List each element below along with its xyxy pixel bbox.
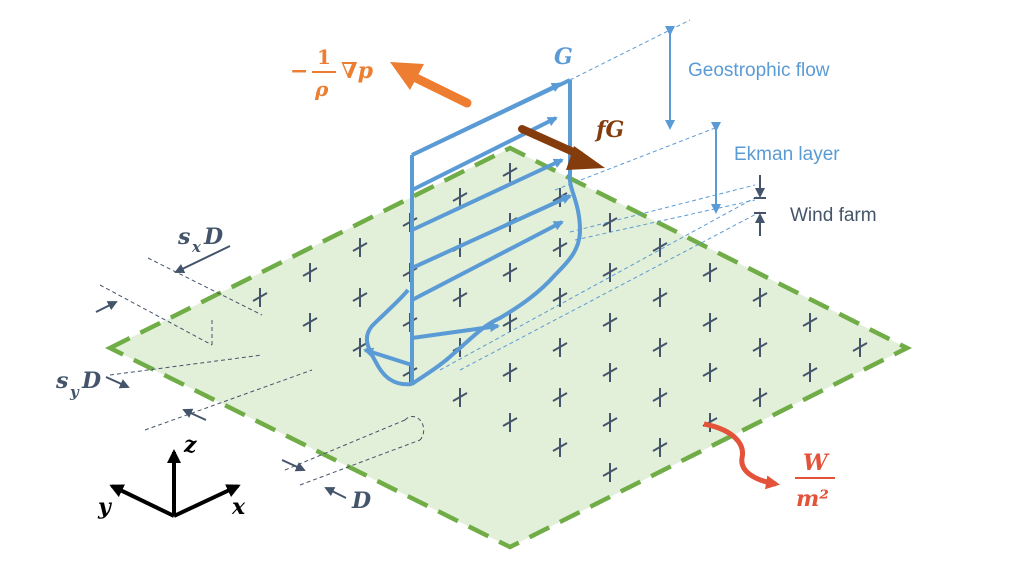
- power-extraction-arrow: [703, 421, 780, 490]
- turbine-icon: [552, 288, 568, 307]
- turbine-icon: [502, 313, 518, 332]
- turbine-array: [252, 163, 868, 482]
- height-guide-lines: [439, 19, 761, 371]
- turbine-icon: [752, 388, 768, 407]
- svg-text:y: y: [69, 383, 80, 401]
- turbine-icon: [852, 338, 868, 357]
- profile-vector: [411, 194, 572, 270]
- turbine-icon: [702, 363, 718, 382]
- turbine-icon: [452, 188, 468, 207]
- ekman-layer-label: Ekman layer: [734, 144, 840, 165]
- turbine-icon: [502, 263, 518, 282]
- x-axis: [173, 484, 241, 518]
- pressure-gradient-label: − 1 ρ ∇p: [290, 45, 374, 101]
- turbine-icon: [652, 438, 668, 457]
- turbine-icon: [252, 288, 268, 307]
- turbine-icon: [552, 388, 568, 407]
- turbine-icon: [502, 413, 518, 432]
- turbine-icon: [452, 388, 468, 407]
- svg-text:s: s: [177, 224, 190, 250]
- wind-farm-height-arrows: [754, 175, 766, 236]
- svg-text:D: D: [203, 224, 223, 250]
- turbine-icon: [602, 263, 618, 282]
- turbine-icon: [302, 313, 318, 332]
- profile-vectors: [363, 82, 572, 367]
- turbine-icon: [602, 363, 618, 382]
- turbine-icon: [702, 263, 718, 282]
- turbine-icon: [802, 363, 818, 382]
- turbine-icon: [652, 388, 668, 407]
- profile-vector: [363, 347, 413, 367]
- svg-text:1: 1: [317, 45, 331, 69]
- profile-vector: [411, 82, 562, 157]
- power-density-label: W m²: [795, 450, 835, 512]
- turbine-icon: [552, 238, 568, 257]
- axis-y-label: y: [97, 494, 113, 520]
- svg-text:m²: m²: [796, 486, 829, 512]
- diameter-label: D: [351, 488, 371, 514]
- svg-text:ρ: ρ: [314, 77, 329, 101]
- sy-spacing-arrows: [105, 376, 207, 421]
- turbine-icon: [352, 288, 368, 307]
- turbine-icon: [652, 238, 668, 257]
- diameter-arrows: [281, 459, 347, 499]
- turbine-icon: [452, 288, 468, 307]
- ekman-spiral-envelope: [410, 179, 582, 386]
- turbine-icon: [802, 313, 818, 332]
- svg-text:∇p: ∇p: [341, 58, 374, 84]
- pressure-gradient-arrow: [390, 62, 472, 108]
- profile-vector: [411, 220, 564, 302]
- turbine-icon: [752, 338, 768, 357]
- sx-spacing-label: s x D: [177, 224, 223, 256]
- turbine-icon: [352, 238, 368, 257]
- svg-text:W: W: [803, 450, 830, 476]
- turbine-icon: [502, 363, 518, 382]
- sx-spacing-arrows: [95, 245, 231, 313]
- profile-vector: [411, 322, 500, 340]
- turbine-icon: [602, 313, 618, 332]
- svg-text:x: x: [191, 238, 202, 256]
- sy-spacing-label: s y D: [55, 368, 101, 401]
- turbine-icon: [602, 413, 618, 432]
- turbine-icon: [652, 288, 668, 307]
- y-axis: [109, 484, 175, 518]
- wind-farm-plane: [104, 145, 913, 550]
- ekman-spiral-envelope-lower: [364, 288, 413, 387]
- turbine-icon: [652, 338, 668, 357]
- wind-farm-label: Wind farm: [790, 205, 877, 226]
- axis-z-label: z: [183, 432, 197, 458]
- svg-text:−: −: [290, 58, 308, 84]
- profile-vector: [411, 158, 564, 232]
- turbine-icon: [752, 288, 768, 307]
- turbine-icon: [602, 213, 618, 232]
- turbine-icon: [552, 338, 568, 357]
- turbine-icon: [552, 438, 568, 457]
- coordinate-axes: [109, 449, 241, 518]
- turbine-icon: [702, 313, 718, 332]
- turbine-icon: [602, 463, 618, 482]
- axis-x-label: x: [231, 494, 246, 520]
- geostrophic-velocity-label: G: [554, 44, 573, 70]
- spacing-guide-lines: [99, 257, 425, 486]
- coriolis-force-label: fG: [594, 117, 624, 143]
- turbine-icon: [502, 163, 518, 182]
- svg-text:s: s: [55, 368, 68, 394]
- coriolis-force-arrow: [518, 125, 605, 170]
- svg-text:D: D: [81, 368, 101, 394]
- turbine-icon: [302, 263, 318, 282]
- geostrophic-flow-label: Geostrophic flow: [688, 60, 830, 81]
